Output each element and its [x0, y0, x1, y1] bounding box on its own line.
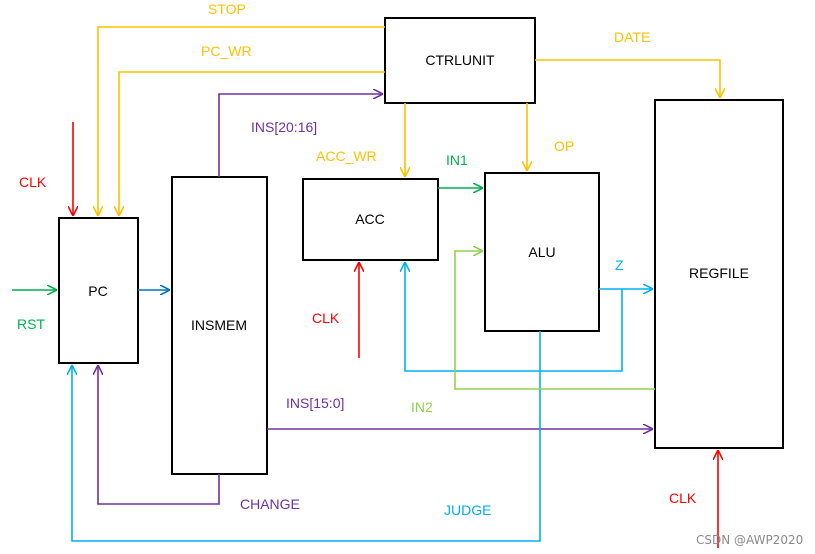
date-wire — [535, 59, 720, 97]
pc-wr-label: PC_WR — [201, 43, 252, 59]
clk-pc-label: CLK — [19, 174, 47, 190]
pc-wr-wire — [119, 71, 385, 215]
pc-label: PC — [88, 283, 107, 299]
date-label: DATE — [614, 29, 650, 45]
ctrlunit-block — [384, 17, 536, 104]
in1-label: IN1 — [446, 152, 468, 168]
acc-label: ACC — [355, 211, 385, 227]
alu-block — [484, 172, 600, 332]
stop-wire — [98, 26, 385, 215]
watermark: CSDN @AWP2020 — [696, 533, 803, 547]
alu-label: ALU — [528, 244, 555, 260]
op-label: OP — [554, 138, 574, 154]
stop-label: STOP — [208, 1, 246, 17]
acc-block — [302, 178, 439, 261]
acc-wr-label: ACC_WR — [316, 148, 377, 164]
regfile-label: REGFILE — [689, 265, 749, 281]
change-wire — [98, 366, 220, 505]
change-label: CHANGE — [240, 496, 300, 512]
clk-acc-label: CLK — [312, 310, 340, 326]
ctrlunit-label: CTRLUNIT — [425, 52, 495, 68]
clk-regfile-label: CLK — [669, 490, 697, 506]
judge-wire — [72, 331, 541, 542]
pc-block — [58, 217, 139, 364]
alu-to-acc-wire — [405, 263, 623, 372]
judge-label: JUDGE — [444, 502, 491, 518]
insmem-label: INSMEM — [191, 317, 247, 333]
in2-label: IN2 — [411, 399, 433, 415]
z-label: Z — [615, 257, 624, 273]
in2-wire — [454, 251, 655, 390]
rst-label: RST — [17, 316, 45, 332]
regfile-block — [654, 99, 784, 449]
ins-20-16-label: INS[20:16] — [251, 119, 317, 135]
ins-15-0-label: INS[15:0] — [286, 395, 344, 411]
ins-20-16-wire — [218, 94, 382, 177]
